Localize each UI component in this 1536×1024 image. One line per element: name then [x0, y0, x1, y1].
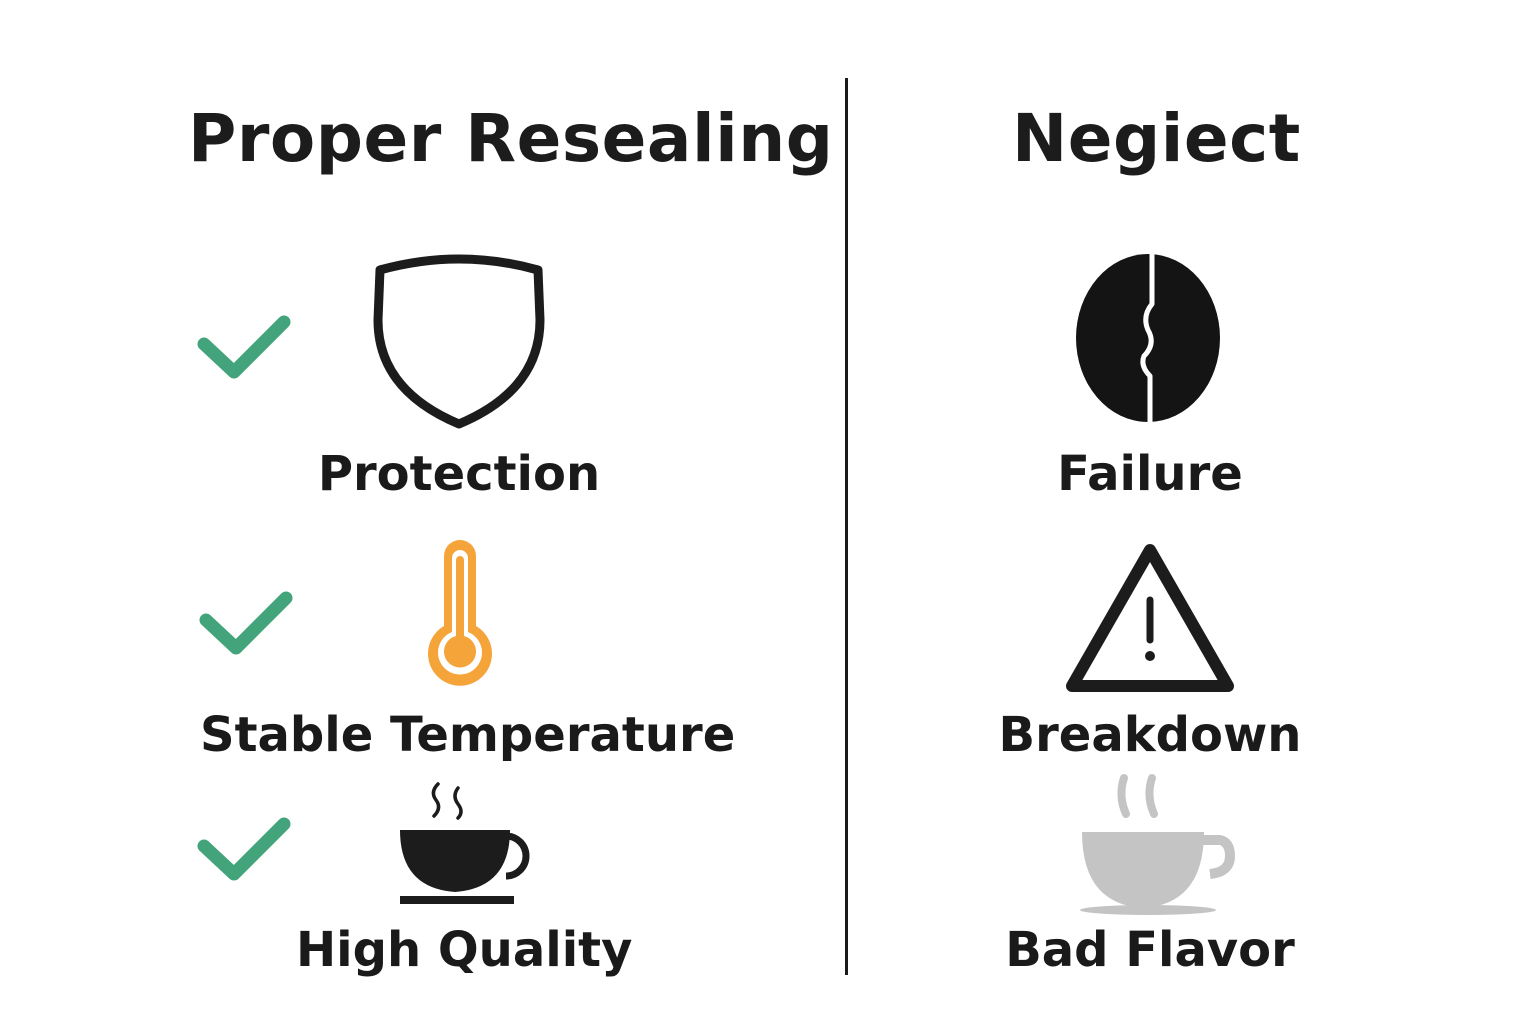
failure-label: Failure [1057, 446, 1243, 502]
neglect-title: Negiect [1012, 100, 1301, 177]
column-divider [845, 78, 848, 975]
cracked-coffee-bean-icon [1074, 252, 1222, 424]
high-quality-label: High Quality [296, 922, 633, 978]
checkmark-icon [198, 584, 294, 656]
warning-triangle-icon [1064, 542, 1236, 694]
faded-coffee-cup-icon [1080, 774, 1236, 916]
breakdown-label: Breakdown [998, 707, 1302, 763]
shield-icon [372, 250, 546, 430]
protection-label: Protection [317, 446, 601, 502]
proper-resealing-title: Proper Resealing [188, 100, 834, 177]
checkmark-icon [196, 308, 292, 380]
stable-temperature-label: Stable Temperature [200, 707, 736, 763]
checkmark-icon [196, 810, 292, 882]
thermometer-icon [422, 530, 498, 692]
steaming-coffee-cup-icon [398, 780, 540, 906]
bad-flavor-label: Bad Flavor [1005, 922, 1295, 978]
